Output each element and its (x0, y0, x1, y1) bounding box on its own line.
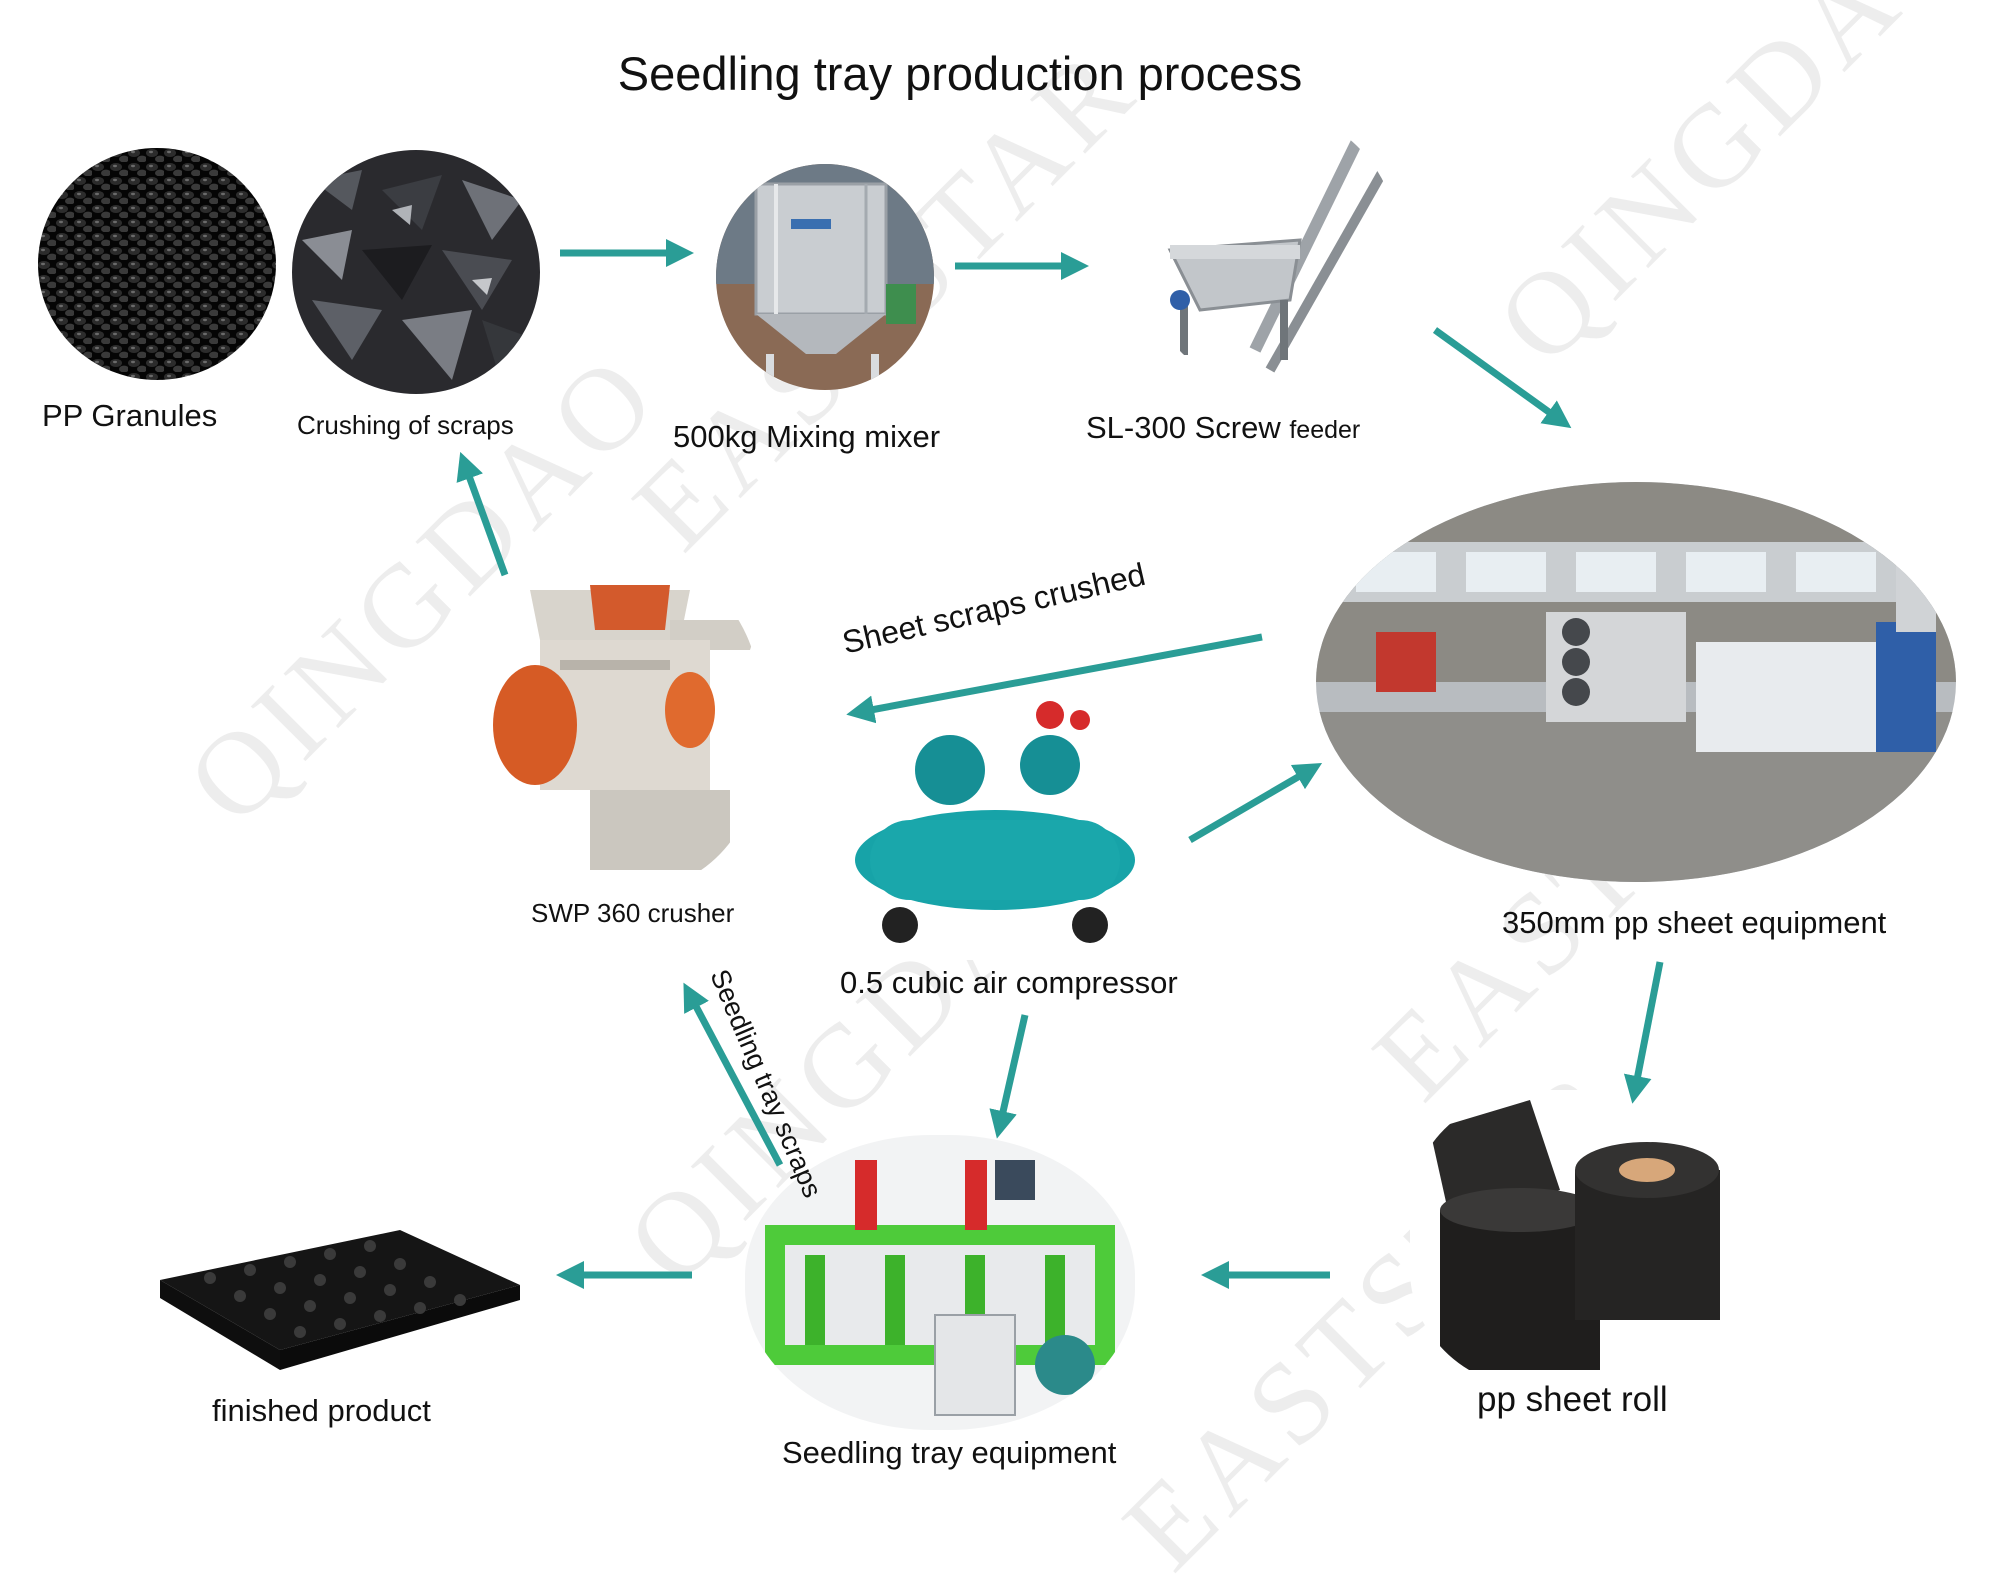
screw-feeder-label-main: SL-300 Screw (1086, 410, 1281, 445)
finished-product-label: finished product (212, 1393, 431, 1428)
arrow-feeder-to-sheet-equipment (1432, 327, 1572, 429)
air-compressor-image (840, 690, 1150, 960)
arrow-sheet-equipment-to-roll (1623, 961, 1664, 1104)
arrow-sheet-equipment-to-crusher (846, 633, 1263, 724)
screw-feeder-label: SL-300 Screw feeder (1086, 410, 1360, 446)
arrow-tray-equipment-to-crusher (683, 982, 784, 1167)
crusher-image (470, 560, 760, 890)
sheet-roll-label: pp sheet roll (1477, 1380, 1668, 1419)
flow-arrows (456, 239, 1664, 1289)
mixing-mixer-label: 500kg Mixing mixer (673, 419, 941, 454)
pp-granules-image (38, 148, 276, 380)
crusher-label: SWP 360 crusher (531, 898, 735, 928)
arrow-compressor-to-tray-equipment (989, 1014, 1029, 1139)
finished-product-image (150, 1200, 530, 1390)
sheet-equipment-label: 350mm pp sheet equipment (1502, 905, 1887, 940)
tray-equipment-image (745, 1135, 1135, 1430)
air-compressor-label: 0.5 cubic air compressor (840, 965, 1178, 1000)
sheet-roll-image (1410, 1090, 1740, 1390)
arrow-crusher-to-scraps (456, 451, 509, 577)
tray-equipment-label: Seedling tray equipment (782, 1435, 1117, 1470)
diagram-title: Seedling tray production process (617, 47, 1303, 100)
screw-feeder-label-suffix: feeder (1289, 416, 1361, 444)
arrow-compressor-to-sheet-equipment (1188, 762, 1323, 844)
pp-granules-label: PP Granules (42, 398, 218, 433)
crushing-scraps-label: Crushing of scraps (297, 410, 514, 440)
screw-feeder-image (1140, 110, 1400, 390)
mixing-mixer-image (716, 164, 934, 390)
